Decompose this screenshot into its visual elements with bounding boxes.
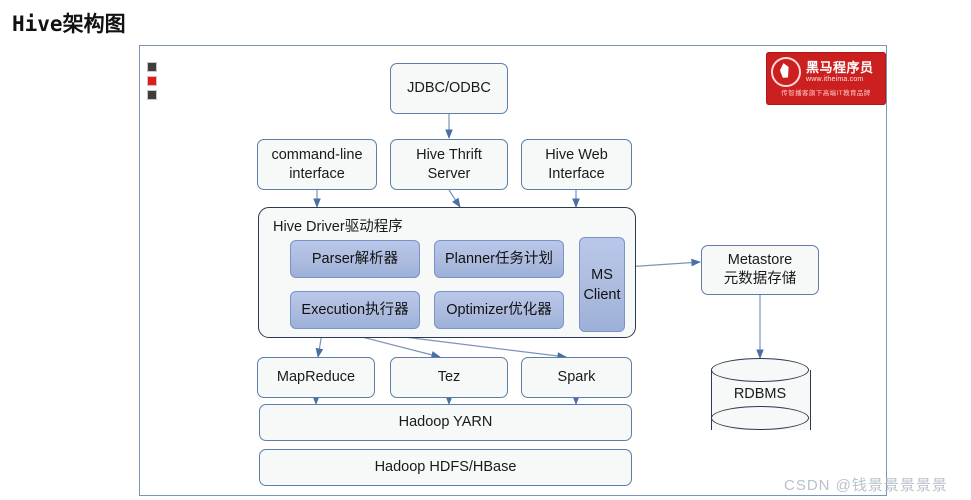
- node-spark[interactable]: Spark: [521, 357, 632, 398]
- marker-red: [147, 76, 157, 86]
- logo-text: 黑马程序员 www.itheima.com: [806, 59, 874, 84]
- node-ms-client-label: MS Client: [583, 266, 621, 303]
- node-jdbc-odbc[interactable]: JDBC/ODBC: [390, 63, 508, 114]
- page-title-en: Hive: [12, 12, 63, 36]
- node-tez[interactable]: Tez: [390, 357, 508, 398]
- page-title: Hive架构图: [12, 8, 126, 38]
- logo-tagline: 传智播客旗下高端IT教育品牌: [781, 90, 871, 97]
- node-hive-web-interface-label: Hive Web Interface: [545, 146, 608, 182]
- node-execution[interactable]: Execution执行器: [290, 291, 420, 329]
- node-metastore[interactable]: Metastore 元数据存储: [701, 245, 819, 295]
- node-hive-thrift-server[interactable]: Hive Thrift Server: [390, 139, 508, 190]
- logo-url: www.itheima.com: [806, 75, 864, 83]
- node-mapreduce[interactable]: MapReduce: [257, 357, 375, 398]
- node-rdbms[interactable]: RDBMS: [711, 358, 811, 433]
- node-hadoop-yarn[interactable]: Hadoop YARN: [259, 404, 632, 441]
- node-command-line-interface-label: command-line interface: [271, 146, 363, 182]
- horse-head-icon: [771, 57, 801, 87]
- node-jdbc-odbc-label: JDBC/ODBC: [407, 80, 491, 96]
- node-metastore-title: Metastore: [727, 252, 793, 268]
- node-execution-label: Execution执行器: [301, 301, 409, 318]
- node-planner[interactable]: Planner任务计划: [434, 240, 564, 278]
- rdbms-cylinder-top: [711, 358, 809, 382]
- marker-dark-2: [147, 90, 157, 100]
- hive-driver-label: Hive Driver驱动程序: [273, 219, 403, 235]
- node-parser[interactable]: Parser解析器: [290, 240, 420, 278]
- itheima-logo: 黑马程序员 www.itheima.com 传智播客旗下高端IT教育品牌: [766, 52, 886, 105]
- node-rdbms-label: RDBMS: [733, 386, 787, 402]
- node-metastore-subtitle: 元数据存储: [723, 271, 797, 287]
- node-planner-label: Planner任务计划: [445, 250, 553, 267]
- node-command-line-interface[interactable]: command-line interface: [257, 139, 377, 190]
- node-hive-web-interface[interactable]: Hive Web Interface: [521, 139, 632, 190]
- node-ms-client[interactable]: MS Client: [579, 237, 625, 332]
- rdbms-cylinder-bottom: [711, 406, 809, 430]
- node-parser-label: Parser解析器: [311, 250, 399, 267]
- node-mapreduce-label: MapReduce: [276, 369, 356, 385]
- node-spark-label: Spark: [557, 369, 596, 385]
- logo-brand-name: 黑马程序员: [806, 59, 874, 75]
- node-hadoop-hdfs-hbase[interactable]: Hadoop HDFS/HBase: [259, 449, 632, 486]
- node-optimizer-label: Optimizer优化器: [446, 301, 552, 318]
- node-hadoop-hdfs-hbase-label: Hadoop HDFS/HBase: [374, 459, 517, 475]
- csdn-watermark: CSDN @钱景景景景景: [784, 477, 948, 494]
- marker-dark-1: [147, 62, 157, 72]
- logo-row: 黑马程序员 www.itheima.com: [766, 52, 886, 89]
- page-title-cn: 架构图: [62, 12, 126, 36]
- node-hive-thrift-server-label: Hive Thrift Server: [416, 146, 482, 182]
- node-hadoop-yarn-label: Hadoop YARN: [398, 414, 493, 430]
- node-optimizer[interactable]: Optimizer优化器: [434, 291, 564, 329]
- marker-group: [147, 62, 158, 104]
- node-tez-label: Tez: [437, 369, 461, 385]
